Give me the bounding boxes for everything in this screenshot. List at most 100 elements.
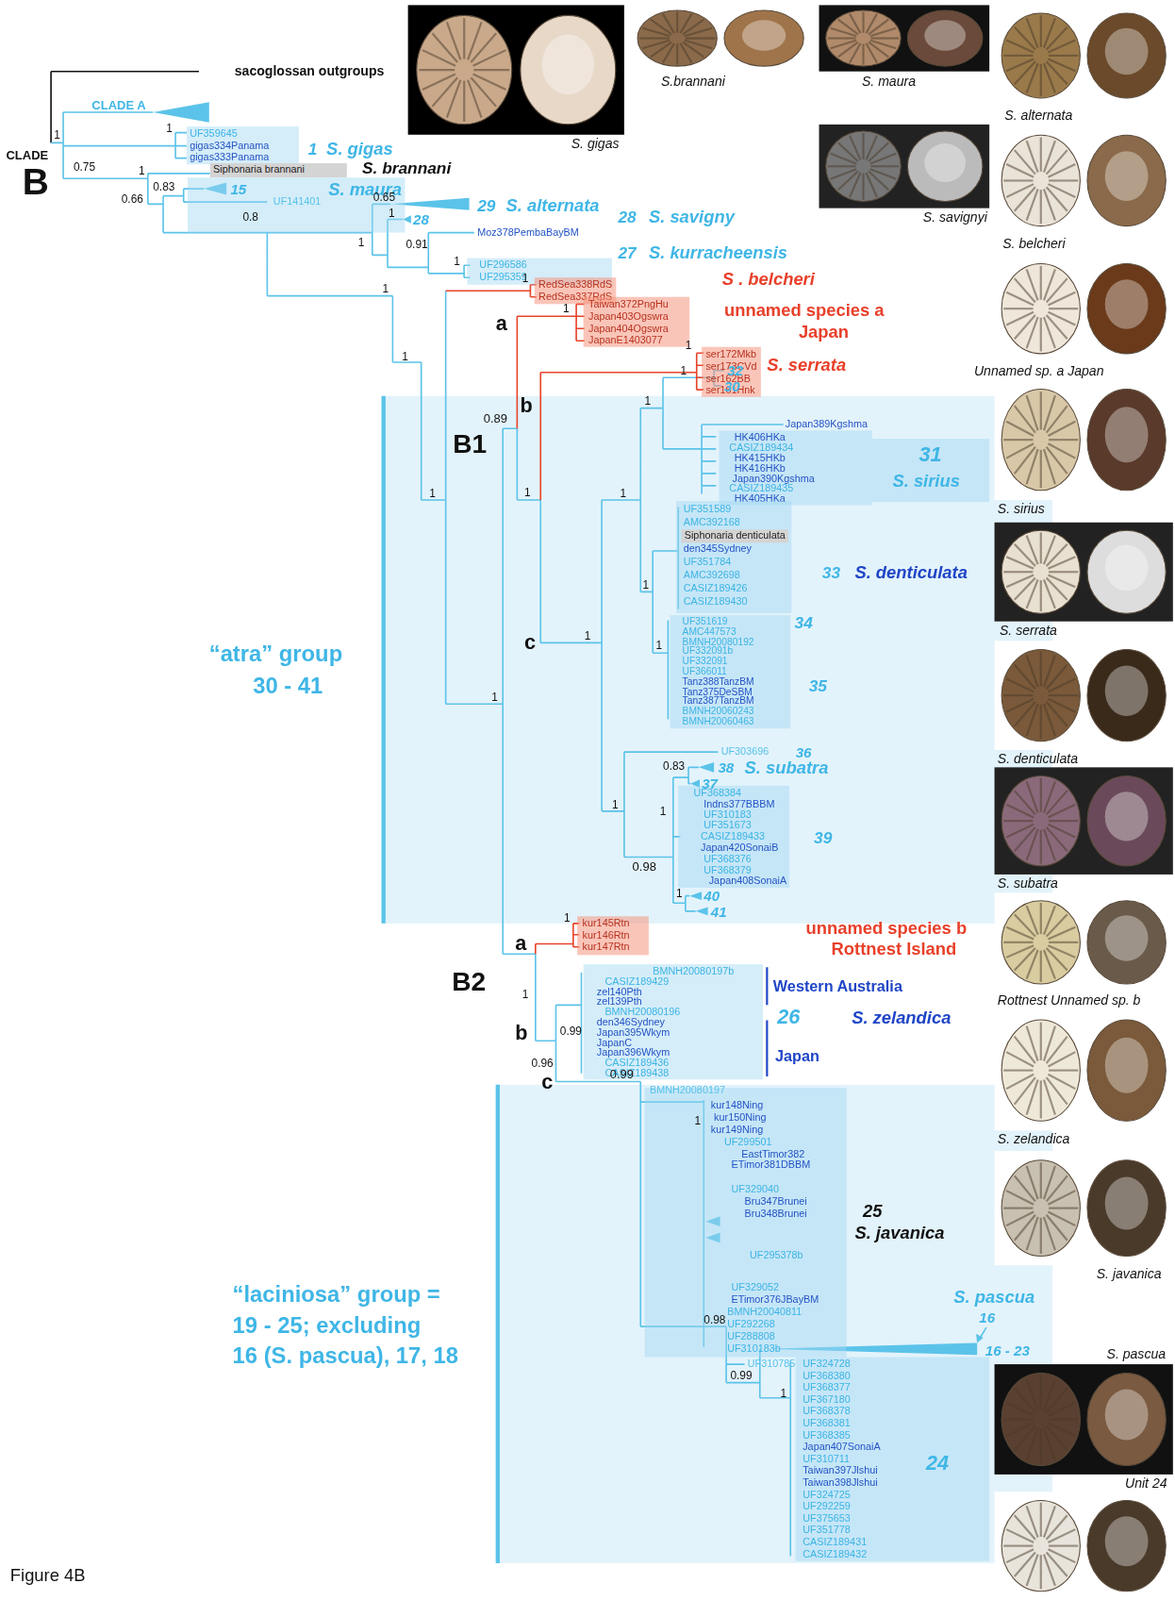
specimen-label: ETimor381DBBM bbox=[731, 1158, 811, 1171]
photo-ground bbox=[994, 1150, 1174, 1265]
support-value: 1 bbox=[491, 690, 498, 704]
shell-scar bbox=[1105, 279, 1149, 329]
support-value: 1 bbox=[685, 338, 693, 352]
shell-rib bbox=[1006, 443, 1034, 458]
unit-number: 15 bbox=[230, 180, 247, 197]
specimen-label: Siphonaria brannani bbox=[213, 163, 305, 175]
shell-inside bbox=[907, 131, 982, 202]
unit-number: 27 bbox=[617, 244, 636, 264]
specimen-label: BMNH20080197 bbox=[649, 1084, 726, 1096]
shell-inside bbox=[1087, 1019, 1166, 1121]
specimen-label: UF368385 bbox=[802, 1428, 851, 1440]
specimen-label: zel139Pth bbox=[596, 995, 643, 1008]
shell-rib bbox=[418, 68, 455, 71]
support-value: 0.98 bbox=[703, 1312, 726, 1326]
clade-box: UF351589AMC392168den345SydneyUF351784AMC… bbox=[676, 500, 792, 613]
group-panel bbox=[384, 396, 1053, 924]
shell-photo bbox=[819, 124, 991, 209]
shell-outside bbox=[1001, 389, 1080, 491]
specimen-label: HK416HKb bbox=[734, 462, 786, 474]
shell-rib bbox=[431, 77, 458, 107]
shell-rib bbox=[1006, 944, 1034, 958]
specimen-label: UF351673 bbox=[703, 819, 752, 831]
support-value: 1 bbox=[401, 349, 409, 364]
photo-ground bbox=[408, 4, 625, 134]
support-value: 1 bbox=[562, 301, 570, 315]
shell-inside bbox=[1087, 1372, 1166, 1465]
shell-rib bbox=[639, 36, 670, 39]
specimen-label: kur150Ning bbox=[713, 1110, 766, 1123]
species-name: S. kurracheensis bbox=[648, 242, 788, 263]
subclade-letter: b bbox=[520, 393, 533, 417]
shell-outside bbox=[1001, 1499, 1080, 1590]
shell-inside bbox=[1087, 529, 1166, 613]
shell-rib bbox=[1047, 164, 1076, 178]
specimen-label: Japan408SonaiA bbox=[709, 874, 787, 886]
shell-rib bbox=[1003, 1069, 1033, 1072]
specimen-label: UF310785 bbox=[747, 1357, 796, 1370]
species-name: S. pascua bbox=[953, 1287, 1035, 1308]
photo-caption: S. alternata bbox=[1004, 108, 1073, 124]
unit-number: 35 bbox=[809, 677, 828, 696]
shell-rib bbox=[1040, 531, 1043, 563]
shell-rib bbox=[1003, 570, 1033, 573]
shell-rib bbox=[1048, 1207, 1078, 1209]
group-panel bbox=[498, 1084, 1053, 1563]
species-name: S. subatra bbox=[744, 758, 829, 778]
shell-rib bbox=[1003, 438, 1033, 441]
support-value: 0.83 bbox=[152, 180, 175, 194]
unit-number: 24 bbox=[926, 1450, 949, 1474]
support-value: 1 bbox=[358, 235, 365, 249]
shell-rib bbox=[1043, 1079, 1056, 1115]
specimen-label: UF329052 bbox=[731, 1280, 780, 1292]
subclade-letter: c bbox=[541, 1070, 553, 1094]
specimen-label: CASIZ189426 bbox=[683, 582, 748, 595]
shell-inside bbox=[1087, 1159, 1166, 1257]
support-value: 0.99 bbox=[729, 1369, 752, 1383]
shell-rib bbox=[684, 28, 712, 36]
shell-rib bbox=[1026, 140, 1039, 172]
shell-rib bbox=[1040, 950, 1043, 982]
specimen-label: UF295359 bbox=[479, 271, 528, 283]
shell-inside bbox=[520, 15, 616, 124]
clade-box: kur148Ningkur150Ningkur149NingUF299501Ea… bbox=[645, 1087, 847, 1358]
group-label: 30 - 41 bbox=[252, 673, 323, 699]
shell-rib bbox=[676, 12, 679, 34]
shell-scar bbox=[1105, 665, 1149, 716]
specimen-label: JapanC bbox=[596, 1036, 632, 1048]
specimen-label: HK406HKa bbox=[734, 431, 786, 444]
shell-rib bbox=[1047, 1528, 1076, 1542]
unit-number: 38 bbox=[717, 759, 734, 776]
shell-inside bbox=[1087, 649, 1166, 742]
specimen-label: UF351784 bbox=[683, 555, 732, 567]
support-value: 0.99 bbox=[560, 1024, 582, 1038]
shell-rib bbox=[1040, 902, 1043, 934]
photo-caption: S. gigas bbox=[571, 136, 620, 152]
shell-rib bbox=[870, 36, 899, 39]
photo-caption: S. pascua bbox=[1107, 1346, 1167, 1362]
shell-rib bbox=[866, 172, 878, 198]
specimen-label: UF310711 bbox=[802, 1452, 850, 1464]
unit-number: 40 bbox=[703, 887, 720, 904]
specimen-label: EastTimor382 bbox=[741, 1147, 805, 1159]
shell-scar bbox=[1105, 28, 1149, 75]
specimen-label: ser172Mkb bbox=[705, 347, 757, 360]
unit-number: 32 bbox=[727, 362, 744, 379]
shell-rib bbox=[676, 43, 679, 65]
support-value: 1 bbox=[453, 254, 461, 268]
specimen-label: AMC392698 bbox=[683, 569, 741, 581]
shell-rib bbox=[866, 43, 878, 63]
shell-scar bbox=[1105, 791, 1149, 841]
specimen-label: Japan407SonaiA bbox=[802, 1439, 880, 1452]
shell-scar bbox=[924, 19, 966, 50]
photo-ground bbox=[994, 766, 1174, 875]
shell-rib bbox=[1040, 189, 1043, 224]
specimen-label: kur148Ning bbox=[711, 1098, 763, 1110]
specimen-label: ETimor376JBayBM bbox=[731, 1292, 820, 1305]
outgroup-label: sacoglossan outgroups bbox=[234, 64, 385, 80]
specimen-label: kur149Ning bbox=[711, 1123, 763, 1135]
shell-rib bbox=[1026, 780, 1039, 812]
shell-rib bbox=[470, 77, 497, 107]
figure-caption: Figure 4B bbox=[10, 1565, 86, 1586]
support-value: 1 bbox=[660, 804, 667, 818]
